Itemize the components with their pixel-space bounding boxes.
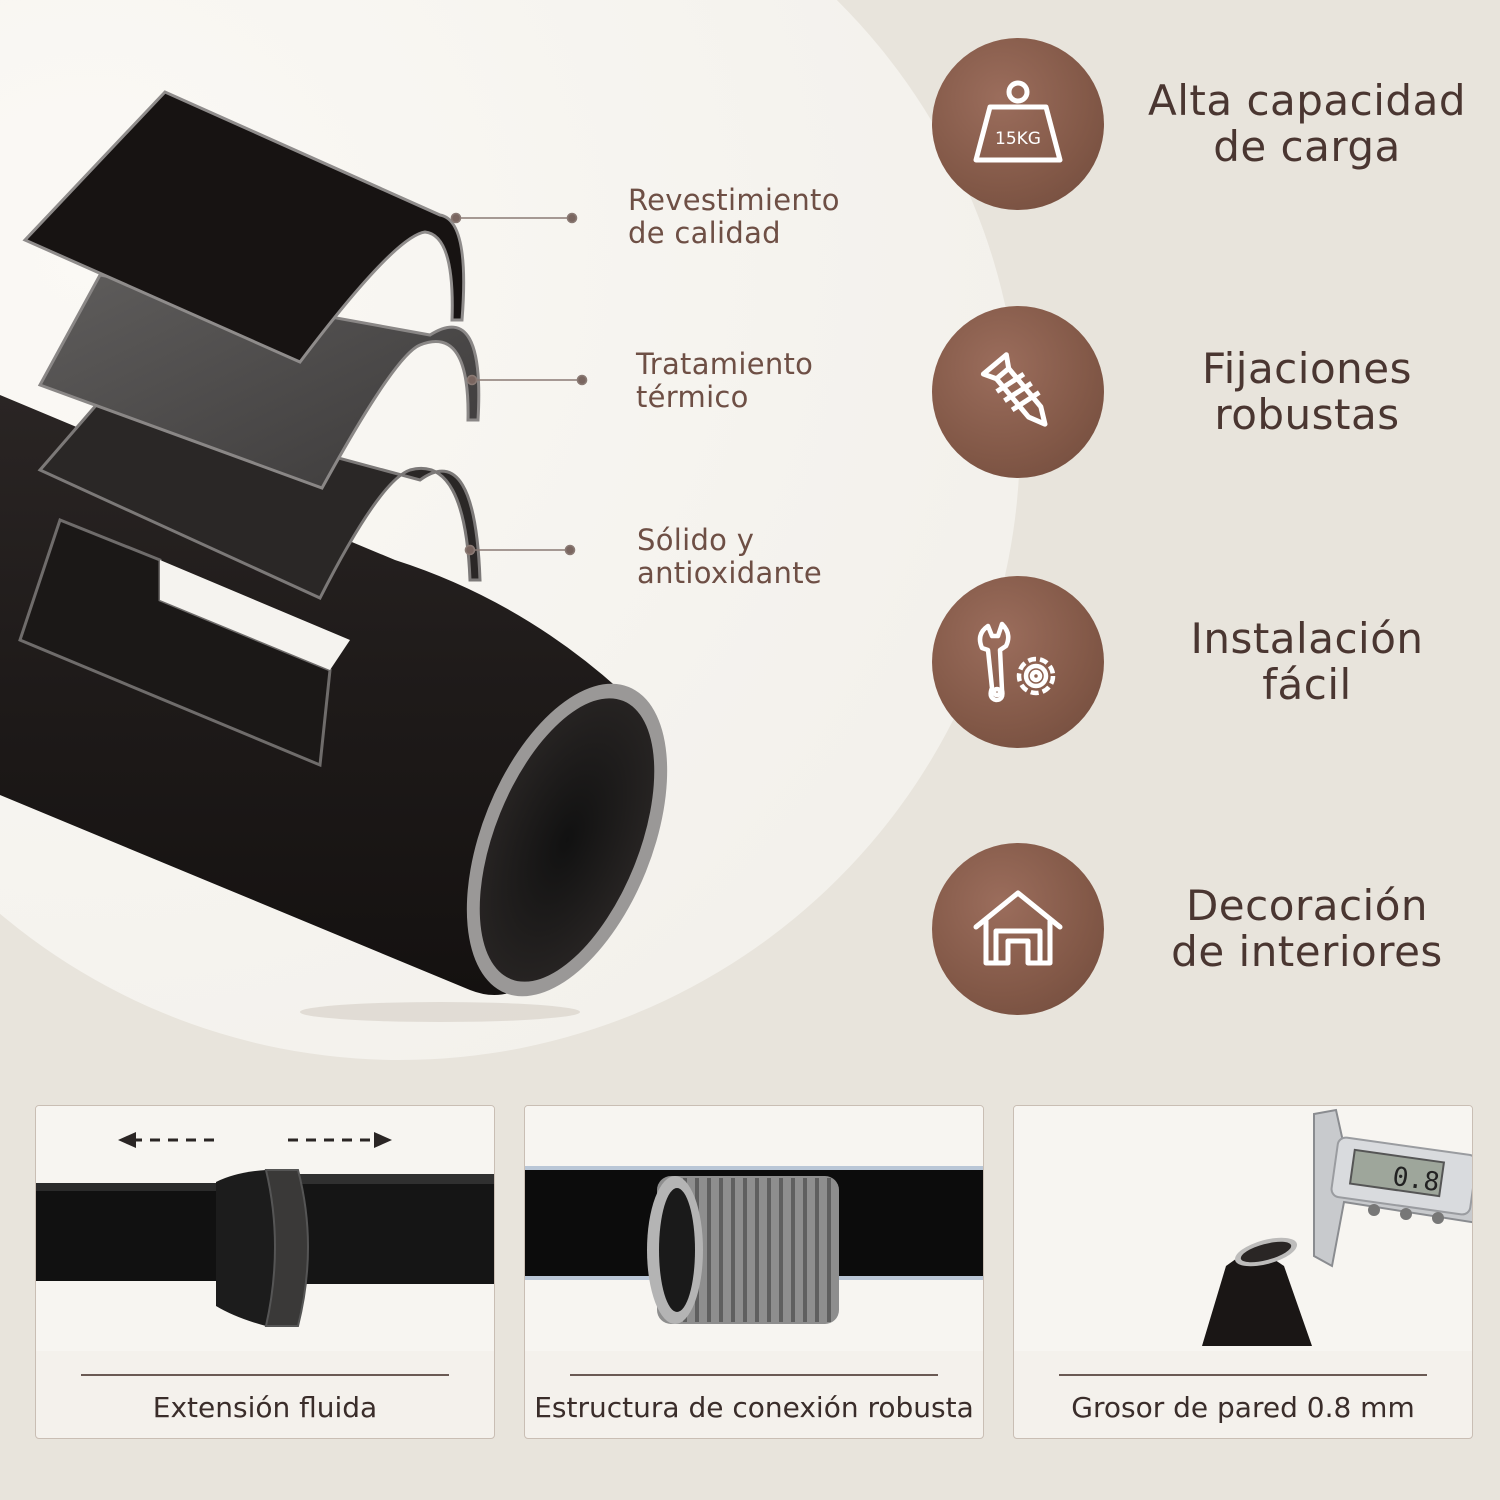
card-caption: Extensión fluida bbox=[152, 1391, 378, 1424]
weight-icon: 15KG bbox=[973, 80, 1063, 163]
screw-icon bbox=[980, 352, 1048, 427]
card-divider bbox=[81, 1374, 449, 1376]
svg-text:15KG: 15KG bbox=[995, 129, 1041, 149]
card-connection: Estructura de conexión robusta bbox=[524, 1105, 984, 1439]
house-icon bbox=[973, 890, 1063, 966]
tube-illustration bbox=[0, 0, 1020, 1060]
caliper-photo: 0.8 bbox=[1014, 1106, 1472, 1351]
layer-coating bbox=[22, 90, 466, 364]
extension-photo bbox=[36, 1106, 494, 1351]
feature-circle bbox=[932, 576, 1104, 748]
card-wall-thickness: 0.8 Grosor de pared 0.8 mm bbox=[1013, 1105, 1473, 1439]
card-caption: Estructura de conexión robusta bbox=[534, 1391, 974, 1424]
layer-solid bbox=[37, 393, 482, 600]
feature-circle bbox=[932, 843, 1104, 1015]
card-caption: Grosor de pared 0.8 mm bbox=[1071, 1391, 1415, 1424]
layer-heat bbox=[37, 273, 481, 490]
svg-text:0.8: 0.8 bbox=[1391, 1162, 1442, 1198]
card-divider bbox=[570, 1374, 938, 1376]
connection-photo bbox=[525, 1106, 983, 1351]
wrench-gear-icon bbox=[977, 621, 1056, 703]
card-extension: Extensión fluida bbox=[35, 1105, 495, 1439]
card-divider bbox=[1059, 1374, 1427, 1376]
feature-circle bbox=[932, 306, 1104, 478]
tube-opening bbox=[479, 698, 655, 982]
feature-circle: 15KG bbox=[932, 38, 1104, 210]
